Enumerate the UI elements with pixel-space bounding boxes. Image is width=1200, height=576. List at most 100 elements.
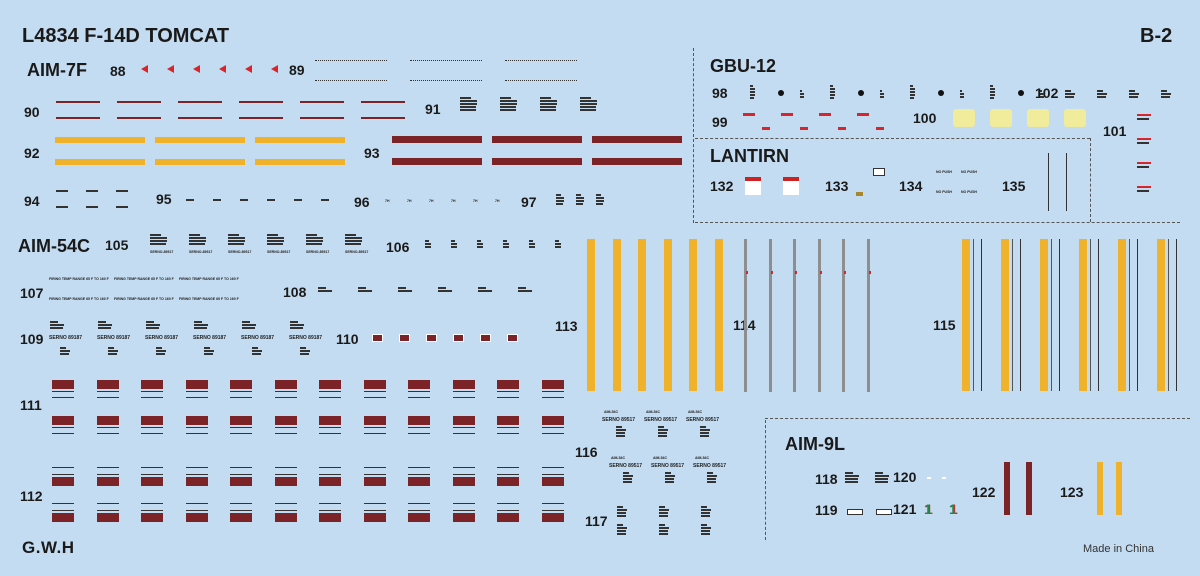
decal-number-112: 112 bbox=[20, 488, 43, 504]
red-box-decal-110 bbox=[480, 334, 491, 342]
number-one-decal-121: 1 bbox=[924, 501, 932, 517]
maroon-decal-112 bbox=[497, 477, 519, 486]
stripe-decal-90 bbox=[361, 101, 405, 103]
divider-lantirn-top bbox=[695, 138, 1090, 139]
stencil-105 bbox=[189, 234, 207, 246]
stripe-decal-90 bbox=[361, 117, 405, 119]
stripe-decal-115 bbox=[1118, 239, 1126, 391]
dot-decal-98 bbox=[778, 90, 784, 96]
stripe-decal-115 bbox=[962, 239, 970, 391]
stencil-111 bbox=[185, 427, 208, 434]
stencil-111 bbox=[96, 391, 119, 398]
decal-number-108: 108 bbox=[283, 284, 307, 300]
stencil-111 bbox=[541, 391, 564, 398]
maroon-decal-112 bbox=[230, 477, 252, 486]
band-decal-93 bbox=[592, 158, 682, 165]
decal-number-117: 117 bbox=[585, 513, 608, 529]
maroon-decal-111 bbox=[52, 416, 74, 425]
stencil-94 bbox=[86, 190, 106, 193]
band-decal-93 bbox=[492, 136, 582, 143]
sheet-id: B-2 bbox=[1140, 25, 1173, 47]
stencil-105 bbox=[150, 234, 168, 246]
stripe-decal-113 bbox=[638, 239, 646, 391]
maroon-decal-112 bbox=[185, 477, 208, 486]
red-marking-101 bbox=[1137, 186, 1151, 188]
maroon-decal-111 bbox=[408, 380, 430, 389]
stencil-95 bbox=[267, 199, 281, 202]
maroon-decal-111 bbox=[230, 380, 252, 389]
stencil-95 bbox=[213, 199, 227, 202]
maroon-decal-111 bbox=[497, 416, 519, 425]
stencil-112 bbox=[452, 503, 475, 511]
serno-116: SERNO 89517 bbox=[693, 463, 727, 469]
maroon-decal-111 bbox=[452, 380, 475, 389]
stencil-108 bbox=[318, 287, 332, 293]
band-decal-93 bbox=[392, 136, 482, 143]
stencil-106 bbox=[425, 240, 431, 249]
maroon-decal-112 bbox=[96, 477, 119, 486]
stencil-111 bbox=[230, 427, 252, 434]
section-aim7f: AIM-7F bbox=[27, 60, 87, 80]
stencil-102 bbox=[1161, 90, 1171, 99]
stencil-108 bbox=[398, 287, 412, 293]
stencil-116 bbox=[623, 472, 633, 484]
stencil-116 bbox=[700, 426, 710, 438]
stencil-112 bbox=[363, 503, 386, 511]
stencil-111 bbox=[185, 391, 208, 398]
stripe-decal-114 bbox=[866, 239, 870, 392]
red-marking-99-small bbox=[838, 127, 846, 130]
line-decal-135 bbox=[1066, 153, 1067, 211]
stencil-111 bbox=[319, 391, 341, 398]
serno-109: SERNO 89187 bbox=[289, 335, 323, 341]
decal-119 bbox=[847, 509, 863, 515]
stencil-94 bbox=[116, 206, 136, 209]
line-decal-115 bbox=[1012, 239, 1013, 391]
stencil-101 bbox=[1137, 166, 1157, 169]
arrow-decal-88 bbox=[245, 65, 252, 73]
stencil-112 bbox=[274, 503, 297, 511]
red-marking-101 bbox=[1137, 114, 1151, 116]
stencil-line-89 bbox=[315, 80, 387, 82]
stencil-109-lower bbox=[252, 347, 262, 356]
stencil-112 bbox=[185, 503, 208, 511]
stencil-112 bbox=[274, 467, 297, 475]
stencil-112 bbox=[319, 503, 341, 511]
stencil-111 bbox=[363, 391, 386, 398]
serno-105: SERNO-89517 bbox=[150, 250, 174, 254]
line-decal-115 bbox=[1090, 239, 1091, 391]
stencil-112 bbox=[141, 467, 163, 475]
stencil-96: 7H bbox=[407, 199, 412, 203]
decal-133-gold bbox=[856, 192, 863, 196]
stencil-105 bbox=[267, 234, 285, 246]
aim54c-label-116: AIM-54C bbox=[695, 456, 710, 460]
stencil-111 bbox=[274, 427, 297, 434]
stencil-117 bbox=[701, 524, 711, 536]
stripe-decal-113 bbox=[663, 239, 672, 391]
stencil-line-89 bbox=[505, 80, 577, 82]
stencil-111 bbox=[141, 391, 163, 398]
dot-decal-98 bbox=[938, 90, 944, 96]
stencil-98-small bbox=[800, 90, 804, 99]
decal-number-91: 91 bbox=[425, 101, 441, 117]
maroon-decal-111 bbox=[452, 416, 475, 425]
stencil-block-91 bbox=[580, 97, 598, 112]
firing-temp-107: FIRING TEMP RANGE 65 F TO 160 F bbox=[114, 297, 174, 301]
yellow-decal-100 bbox=[953, 109, 975, 127]
no-push-stencil-134: NO PUSH bbox=[936, 190, 952, 194]
decal-number-116: 116 bbox=[575, 444, 598, 460]
stencil-109 bbox=[146, 321, 160, 330]
no-push-stencil-134: NO PUSH bbox=[961, 170, 977, 174]
stencil-117 bbox=[659, 506, 669, 518]
decal-number-99: 99 bbox=[712, 114, 728, 130]
stencil-109-lower bbox=[156, 347, 166, 356]
stencil-105 bbox=[228, 234, 246, 246]
decal-number-92: 92 bbox=[24, 145, 40, 161]
stencil-105 bbox=[306, 234, 324, 246]
divider-lantirn-right bbox=[1090, 138, 1091, 222]
line-decal-115 bbox=[1129, 239, 1130, 391]
stencil-112 bbox=[52, 467, 74, 475]
stencil-112 bbox=[96, 467, 119, 475]
decal-number-122: 122 bbox=[972, 484, 996, 500]
stencil-109-lower bbox=[300, 347, 310, 356]
aim54c-label-116: AIM-54C bbox=[646, 410, 661, 414]
